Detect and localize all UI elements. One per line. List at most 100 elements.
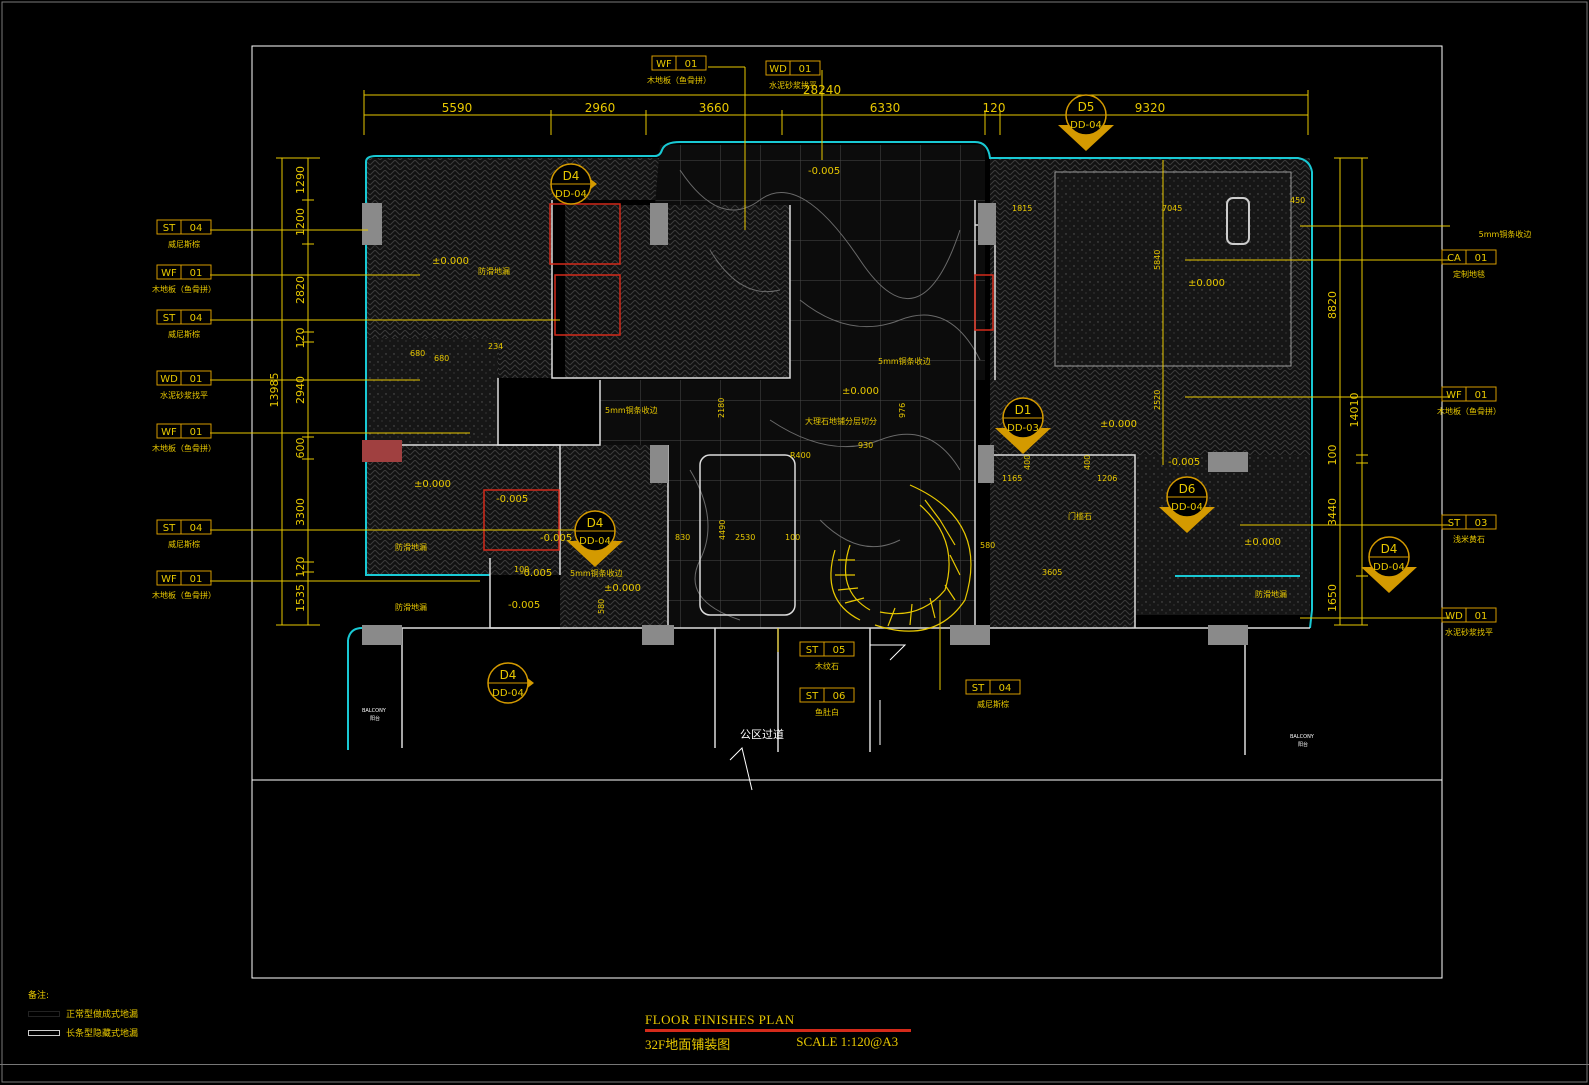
dim-int-11: 100 [785,533,800,542]
note-drain-b: 防滑地漏 [395,542,427,552]
tag-code: WF [161,427,177,438]
marker-arrow [1159,507,1215,533]
tag-number: 04 [190,313,203,324]
level-8: -0.005 [540,533,572,544]
drawing-scale: SCALE 1:120@A3 [796,1034,899,1049]
level-4: ±0.000 [842,386,879,397]
note-copper-b: 5mm铜条收边 [878,356,931,366]
balcony-left-en: BALCONY [362,708,387,714]
tag-code: ST [1448,518,1461,529]
tag-code: ST [163,313,176,324]
tag-number: 06 [833,691,846,702]
tag-box [965,679,1021,695]
tag-description: 木纹石 [815,661,839,671]
stair-arrows [870,644,907,745]
dim-left-7: 3300 [294,498,307,526]
tag-box [1441,249,1497,265]
columns [362,197,1250,645]
bath-stone-left [366,338,498,445]
tag-box [765,60,821,76]
dim-left-6: 600 [294,438,307,459]
tag-code: ST [806,691,819,702]
note-copper-a: 5mm铜条收边 [605,405,658,415]
tag-description: 威尼斯棕 [168,329,200,339]
note-threshold: 门槛石 [1068,511,1092,521]
tag-description: 威尼斯棕 [977,699,1009,709]
legend-swatch-1 [28,1010,60,1017]
left-inner-wood [565,205,790,378]
tag-box [156,309,212,325]
marker-sheet: DD-04 [1171,502,1203,513]
tag-code: WF [1446,390,1462,401]
marker-id: D4 [500,668,517,682]
tag-box [156,264,212,280]
dim-left-9: 1535 [294,584,307,612]
legend-item-2: 长条型隐藏式地漏 [66,1029,139,1039]
dim-left-2: 1200 [294,208,307,236]
tag-box [156,570,212,586]
dim-int-20: 5840 [1153,250,1162,270]
dim-left-8: 120 [294,557,307,578]
dim-int-17: 1815 [1012,204,1032,213]
tag-number: 03 [1475,518,1488,529]
marker-arrow [1058,125,1114,151]
tag-code: WD [1445,611,1463,622]
corridor-label: 公区过道 [740,727,784,741]
tag-number: 05 [833,645,846,656]
tag-code: CA [1447,253,1461,264]
plan-notes: 5mm铜条收边 5mm铜条收边 5mm铜条收边 大理石地铺分层切分 防滑地漏 防… [395,266,1287,612]
dim-int-14: 1206 [1097,474,1117,483]
dim-int-16: 3605 [1042,568,1062,577]
marble-veins [679,169,981,621]
tag-description: 威尼斯棕 [168,239,200,249]
marker-id: D5 [1078,100,1095,114]
legend-row-1: 正常型做成式地漏 [28,1007,138,1020]
wardrobe-outlines [483,203,994,551]
dim-top-4: 6330 [870,101,901,115]
title-strip [0,1064,1589,1085]
dim-top-2: 2960 [585,101,616,115]
tag-box [799,641,855,657]
tag-description: 木地板（鱼骨拼） [152,284,216,294]
tag-description: 水泥砂浆找平 [1445,627,1493,637]
dim-int-3: 234 [488,342,503,351]
dim-right-2: 100 [1326,445,1339,466]
level-1: -0.005 [808,166,840,177]
tag-number: 01 [190,268,203,279]
legend-row-2: 长条型隐藏式地漏 [28,1026,138,1039]
tag-description: 定制地毯 [1453,269,1485,279]
level-13: -0.005 [1168,457,1200,468]
dim-top-3: 3660 [699,101,730,115]
marker-id: D4 [587,516,604,530]
legend: 备注: 正常型做成式地漏 长条型隐藏式地漏 [28,988,138,1039]
level-2: ±0.000 [432,256,469,267]
carpet-area [1054,171,1292,367]
dim-int-21: 2520 [1153,390,1162,410]
tag-description: 木地板（鱼骨拼） [647,75,711,85]
note-drain-c: 防滑地漏 [395,602,427,612]
tag-code: ST [163,223,176,234]
tag-box [156,423,212,439]
level-12: ±0.000 [1244,537,1281,548]
tag-box [1441,514,1497,530]
spiral-staircase [830,484,972,632]
legend-title: 备注: [28,991,50,1001]
tag-description: 水泥砂浆找平 [160,390,208,400]
marker-id: D1 [1015,403,1032,417]
tag-code: WF [161,574,177,585]
tag-description: 木地板（鱼骨拼） [1437,406,1501,416]
level-7: -0.005 [496,494,528,505]
tag-description: 水泥砂浆找平 [769,80,817,90]
